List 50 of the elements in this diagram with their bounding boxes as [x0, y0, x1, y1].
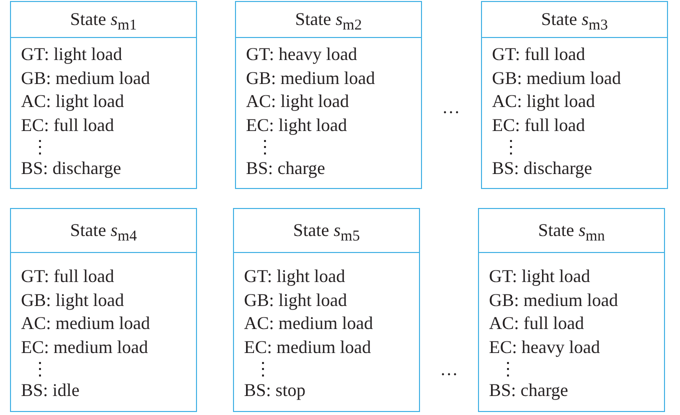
state-variable-text: BS: charge	[489, 379, 568, 402]
state-box	[235, 1, 422, 189]
state-variable-text: GB: light load	[244, 288, 347, 312]
state-title: State s$_{m5}$	[234, 209, 419, 253]
vertical-ellipsis: ⋮	[31, 359, 49, 379]
state-box	[10, 208, 197, 412]
state-box	[478, 208, 665, 412]
state-variable-text: GT: full load	[21, 265, 114, 288]
state-variable-text: BS: discharge	[492, 157, 592, 180]
state-variable-text: EC: full load	[492, 114, 585, 136]
state-variable-text: AC: light load	[246, 90, 349, 113]
ellipsis: …	[442, 98, 460, 116]
vertical-ellipsis: ⋮	[499, 359, 517, 379]
state-variable-text: GB: medium load	[246, 66, 375, 90]
state-variable-text: AC: full load	[489, 312, 584, 335]
state-variable-text: GT: light load	[244, 265, 346, 288]
state-variable-text: EC: heavy load	[489, 336, 600, 359]
state-variable-text: GT: heavy load	[246, 43, 358, 66]
state-title: State s$_{m4}$	[11, 209, 196, 253]
state-variable-text: GB: medium load	[489, 288, 618, 312]
state-title: State s$_{m1}$	[11, 2, 196, 38]
state-variable-text: AC: medium load	[244, 312, 373, 335]
state-variable-text: GB: medium load	[492, 66, 621, 90]
vertical-ellipsis: ⋮	[254, 359, 272, 379]
state-title: State s$_{m2}$	[236, 2, 421, 38]
state-variable-text: BS: discharge	[21, 157, 122, 180]
state-box	[10, 1, 197, 189]
state-title: State s$_{mn}$	[479, 209, 664, 253]
state-variable-text: GT: light load	[21, 43, 122, 66]
vertical-ellipsis: ⋮	[256, 137, 274, 157]
state-title: State s$_{m3}$	[482, 2, 667, 38]
state-variable-text: AC: light load	[21, 90, 124, 113]
state-variable-text: BS: stop	[244, 379, 306, 402]
state-variable-text: BS: idle	[21, 379, 80, 402]
state-variable-text: EC: full load	[21, 114, 114, 136]
state-variable-text: EC: medium load	[244, 336, 371, 358]
ellipsis: …	[440, 360, 458, 378]
state-variable-text: GT: light load	[489, 265, 590, 288]
state-variable-text: GT: full load	[492, 43, 586, 66]
state-variable-text: GB: light load	[21, 288, 124, 312]
state-variable-text: AC: medium load	[21, 312, 150, 335]
state-variable-text: BS: charge	[246, 157, 326, 180]
state-variable-text: EC: light load	[246, 114, 347, 137]
state-box	[233, 208, 420, 412]
state-variable-text: GB: medium load	[21, 66, 150, 90]
vertical-ellipsis: ⋮	[31, 137, 49, 157]
state-box	[481, 1, 668, 189]
vertical-ellipsis: ⋮	[502, 137, 520, 157]
state-variable-text: AC: light load	[492, 90, 595, 113]
state-variable-text: EC: medium load	[21, 336, 148, 358]
